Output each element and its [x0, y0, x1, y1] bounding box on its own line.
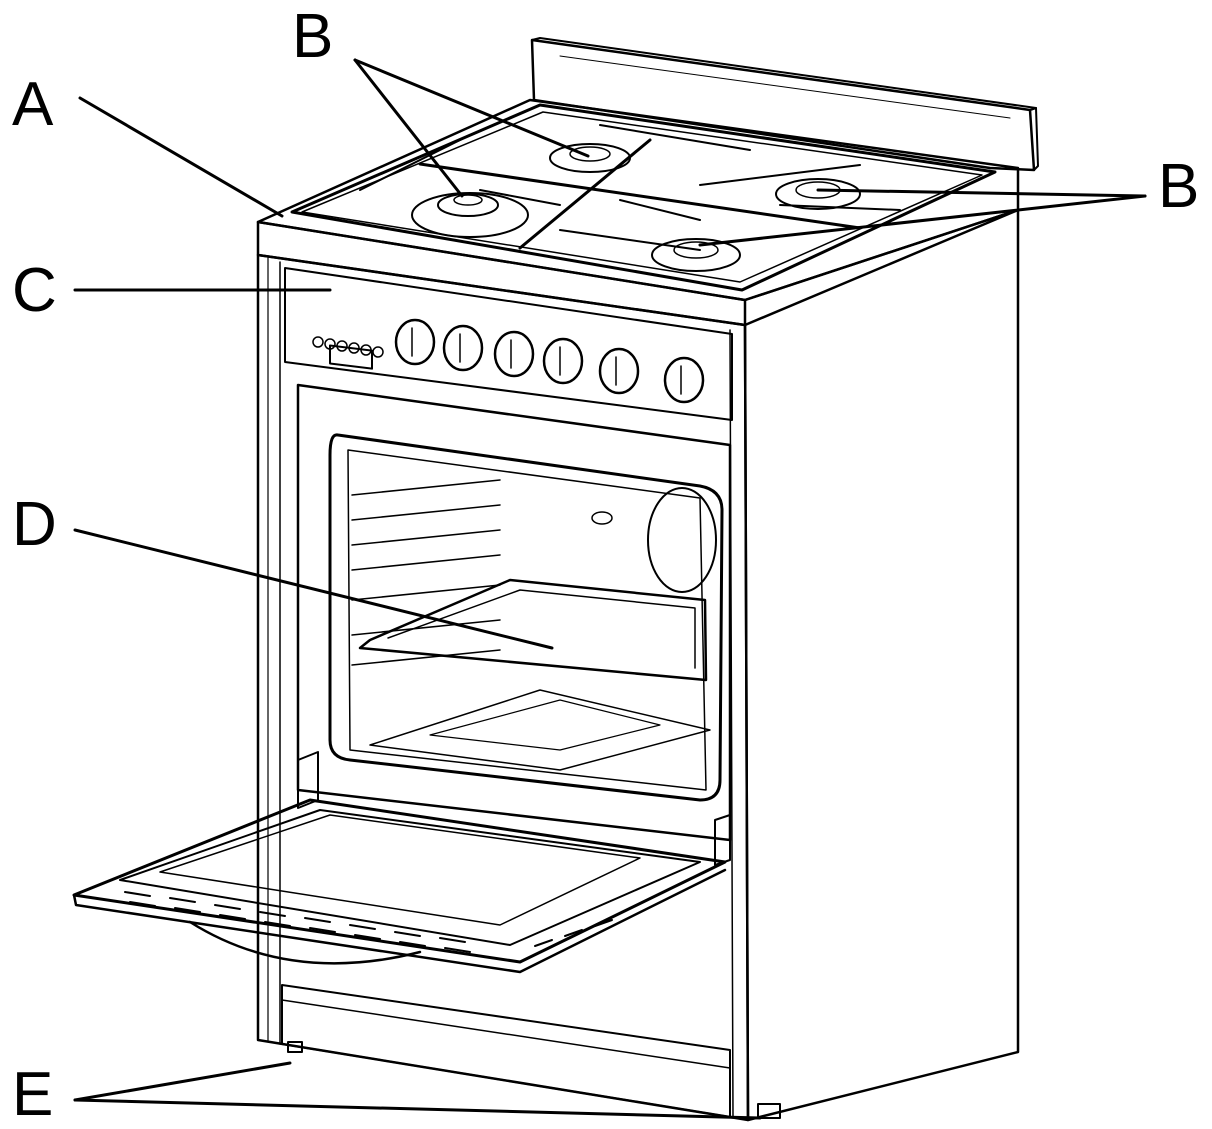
control-panel — [284, 267, 733, 421]
callout-e: E — [12, 1060, 54, 1129]
callout-c: C — [12, 256, 57, 325]
burner-front-left — [411, 192, 529, 238]
cooktop — [256, 98, 1020, 327]
oven-door — [72, 751, 731, 974]
callout-d: D — [12, 490, 57, 559]
adjustable-feet — [287, 1041, 781, 1119]
door-handle — [188, 920, 422, 965]
fan-cover — [647, 487, 717, 593]
leader-b-left-1 — [353, 58, 464, 198]
leader-e-1 — [73, 1061, 292, 1102]
baking-tray — [358, 578, 708, 682]
callout-b-left: B — [292, 2, 334, 71]
storage-drawer — [281, 984, 731, 1118]
backsplash — [530, 37, 1039, 172]
timer-buttons — [312, 336, 384, 358]
door-vents — [124, 891, 613, 953]
leader-d — [73, 528, 554, 650]
leader-b-right-1 — [816, 188, 1147, 198]
leader-b-left-2 — [353, 58, 590, 158]
control-knobs — [394, 318, 705, 404]
clock-display — [329, 344, 373, 370]
leader-e-2 — [73, 1098, 762, 1120]
leader-b-right-2 — [698, 194, 1147, 247]
leader-lines — [73, 58, 1147, 1120]
callout-a: A — [12, 70, 54, 139]
burner-rear-left — [549, 143, 631, 173]
burner-front-right — [651, 238, 741, 272]
callout-b-right: B — [1158, 152, 1200, 221]
oven-cavity — [296, 383, 732, 842]
leader-a — [78, 96, 284, 218]
cabinet-body — [256, 208, 1020, 1122]
burner-rear-right — [775, 178, 861, 210]
